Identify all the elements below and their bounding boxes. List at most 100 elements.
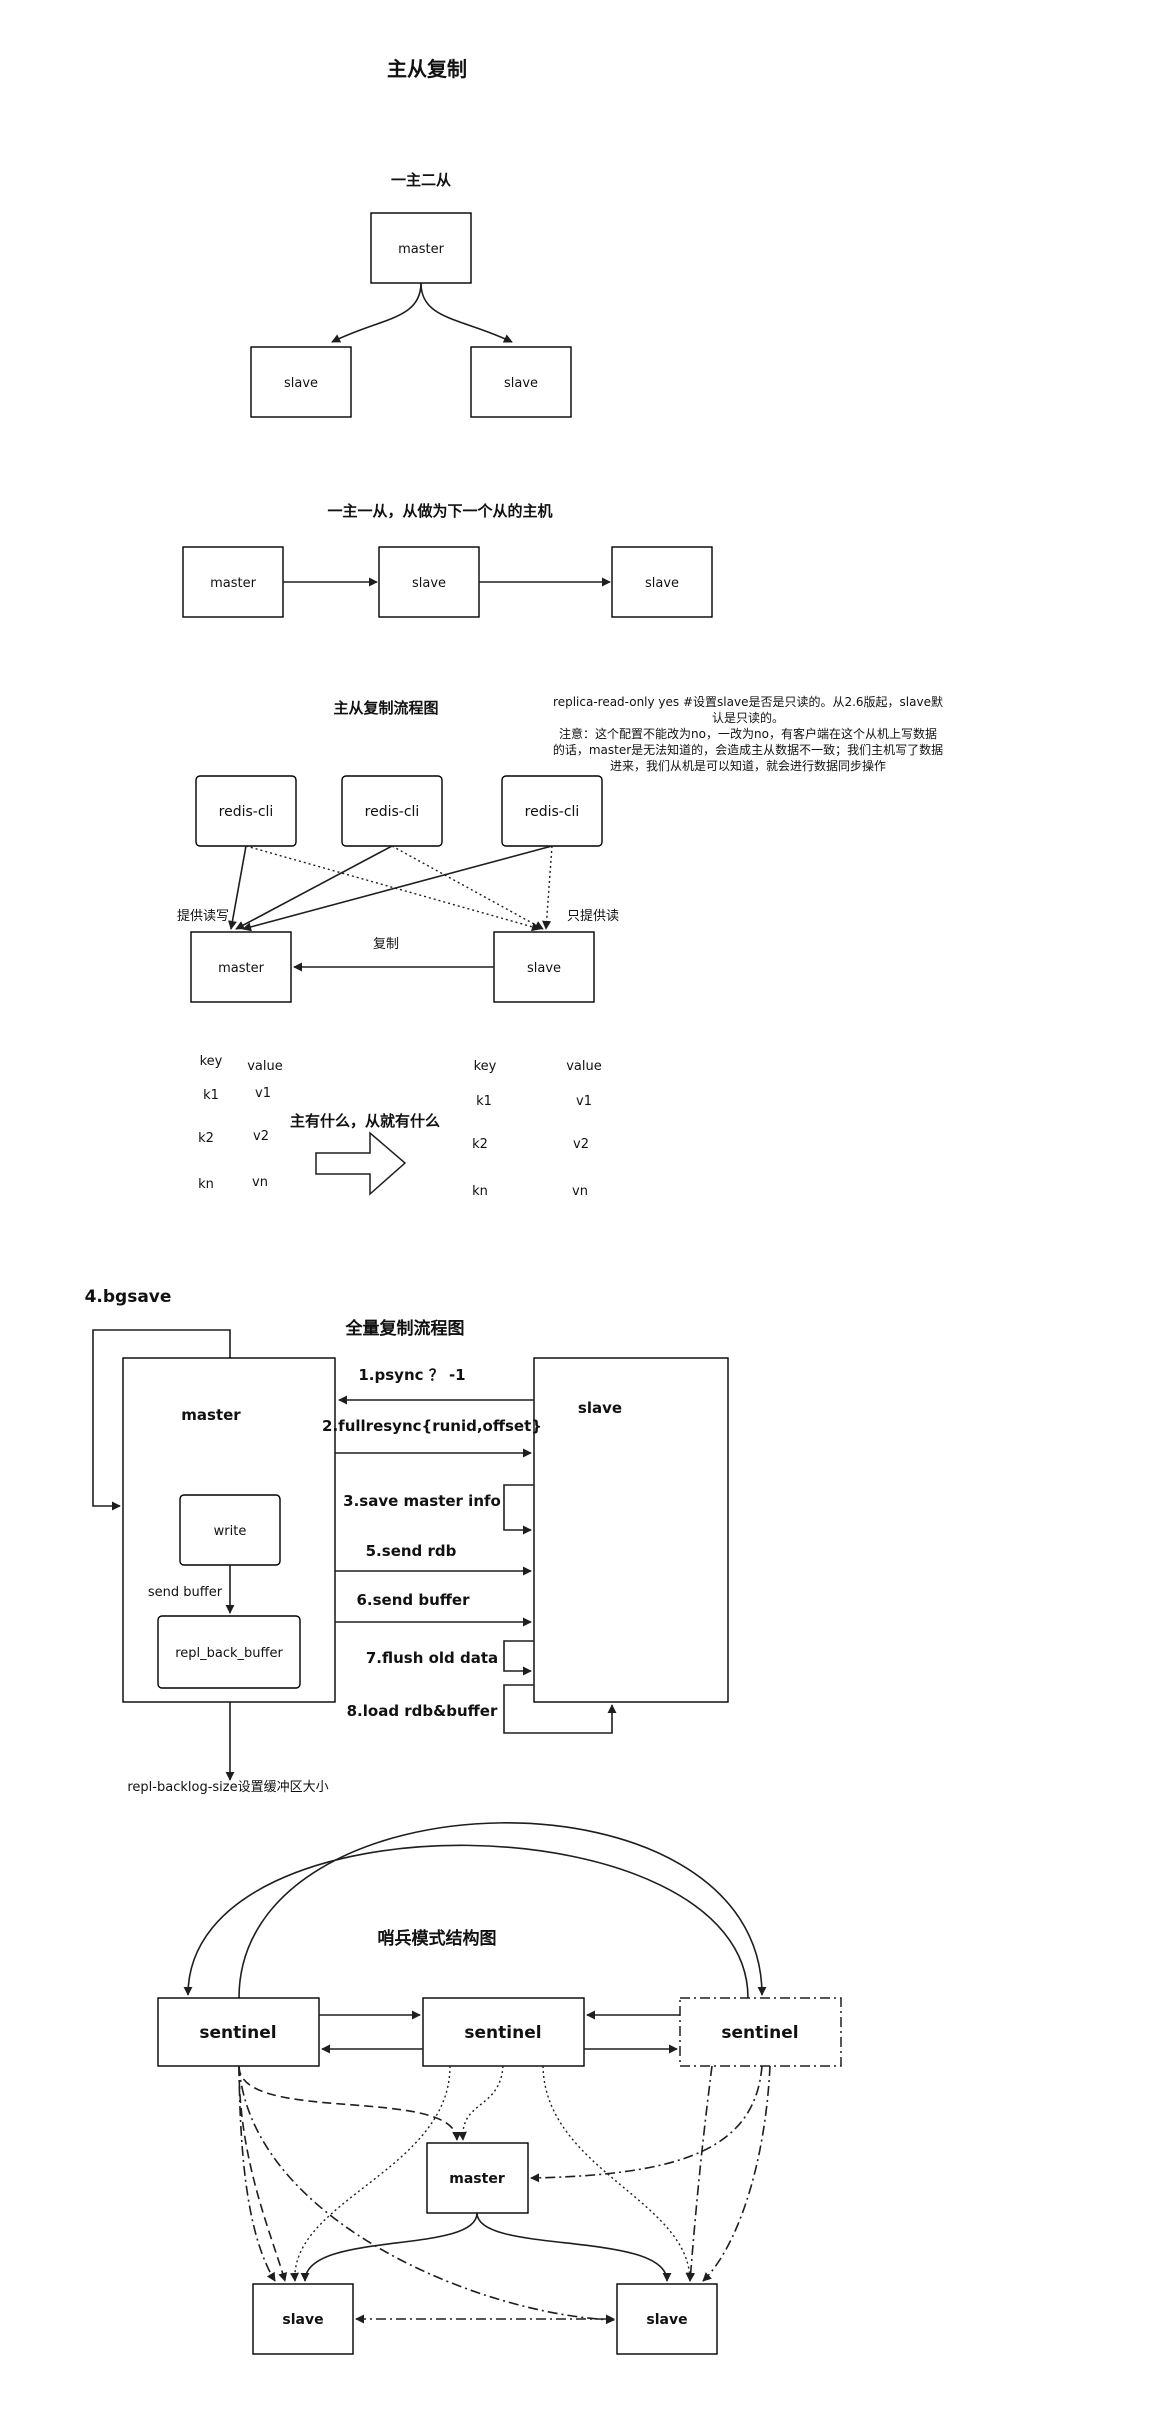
step-8-label: 8.load rdb&buffer: [347, 1702, 498, 1720]
step-1-label: 1.psync ？ -1: [358, 1366, 465, 1384]
note-line-5: 进来，我们从机是可以知道，就会进行数据同步操作: [610, 758, 886, 773]
sentinel-slave-right-node: [616, 2283, 718, 2355]
dotted-sentinel2-to-right-slave: [542, 2065, 695, 2282]
slave-node-left: [250, 346, 352, 418]
dashdot-sentinel1-to-left-slave: [238, 2065, 276, 2282]
redis-cli-label-3: redis-cli: [525, 804, 580, 820]
sentinel-node-3: [679, 1997, 842, 2067]
slave-read-only-label: 只提供读: [567, 908, 619, 924]
dashdot-sentinel3-to-right-slave-b: [702, 2065, 771, 2282]
left-key-1: k1: [203, 1088, 219, 1103]
right-key-2: k2: [472, 1137, 488, 1152]
sentinel-slave-left-label: slave: [282, 2312, 323, 2328]
step-5-label: 5.send rdb: [366, 1542, 457, 1560]
step-3-label: 3.save master info: [343, 1492, 501, 1510]
section-title-one-master-two-slaves: 一主二从: [391, 171, 451, 189]
master-label: master: [398, 242, 444, 257]
big-right-arrow: [315, 1131, 407, 1196]
slave-label-right: slave: [504, 376, 538, 391]
redis-cli-label-2: redis-cli: [365, 804, 420, 820]
sentinel-label-3: sentinel: [721, 2023, 798, 2043]
section-title-chain: 一主一从，从做为下一个从的主机: [327, 502, 552, 520]
arc-sentinel1-to-sentinel3: [238, 1822, 767, 1999]
page-title: 主从复制: [387, 57, 467, 81]
bgsave-loop-arrow: [92, 1329, 231, 1511]
note-line-3: 注意：这个配置不能改为no，一改为no，有客户端在这个从机上写数据: [559, 726, 937, 741]
flow-slave-node: [493, 931, 595, 1003]
note-line-2: 认是只读的。: [712, 710, 784, 725]
dashdot-sentinel1-to-right-slave: [238, 2065, 615, 2325]
section-title-full-sync: 全量复制流程图: [345, 1318, 465, 1339]
step-2-label: 2.fullresync{runid,offset}: [322, 1417, 542, 1435]
dashed-sentinel1-to-master: [238, 2065, 462, 2141]
redis-cli-label-1: redis-cli: [219, 804, 274, 820]
right-key-1: k1: [476, 1094, 492, 1109]
key-value-section: key value k1 v1 k2 v2 kn vn 主有什么，从就有什么 k…: [198, 1054, 602, 1199]
chain-slave-right-label: slave: [645, 576, 679, 591]
full-sync-master-label: master: [181, 1406, 241, 1424]
chain-slave-middle-node: [378, 546, 480, 618]
repl-back-buffer-label: repl_back_buffer: [175, 1646, 283, 1661]
chain-master-label: master: [210, 576, 256, 591]
sentinel-label-1: sentinel: [199, 2023, 276, 2043]
right-value-1: v1: [576, 1094, 592, 1109]
write-label: write: [214, 1524, 247, 1539]
arrow-cli1-to-master: [228, 845, 247, 930]
right-key-header: key: [474, 1059, 497, 1074]
one-master-two-slaves-section: 一主二从 master slave slave: [250, 171, 572, 418]
left-value-1: v1: [255, 1086, 271, 1101]
step-6-label: 6.send buffer: [356, 1591, 470, 1609]
note-line-1: replica-read-only yes #设置slave是否是只读的。从2.…: [553, 694, 943, 709]
slave-node-right: [470, 346, 572, 418]
left-value-header: value: [247, 1059, 283, 1074]
full-sync-slave-label: slave: [578, 1399, 622, 1417]
replication-flow-section: 主从复制流程图 replica-read-only yes #设置slave是否…: [177, 694, 943, 1003]
dotted-arrow-cli2-to-slave: [391, 845, 544, 930]
arrow-cli3-to-master: [242, 845, 553, 932]
flow-master-label: master: [218, 961, 264, 976]
arrow-master-to-left-slave: [300, 2212, 478, 2282]
step-8-arrow: [503, 1684, 617, 1734]
note-line-4: 的话，master是无法知道的，会造成主从数据不一致；我们主机写了数据: [553, 742, 943, 757]
dotted-arrow-cli1-to-slave: [245, 845, 541, 932]
sentinel-slave-right-label: slave: [646, 2312, 687, 2328]
repl-back-buffer-node: [157, 1615, 301, 1689]
section-title-sentinel: 哨兵模式结构图: [378, 1928, 497, 1949]
dotted-sentinel2-to-master: [457, 2065, 504, 2141]
sentinel-node-1: [157, 1997, 320, 2067]
sentinel-master-label: master: [449, 2171, 505, 2187]
left-value-n: vn: [252, 1175, 268, 1190]
arrow-master-to-slave-left: [331, 282, 422, 343]
sentinel-node-2: [422, 1997, 585, 2067]
left-value-2: v2: [253, 1129, 269, 1144]
chain-slave-right-node: [611, 546, 713, 618]
arrow-cli2-to-master: [235, 845, 393, 930]
dashdot-sentinel3-to-right-slave-a: [686, 2065, 713, 2282]
master-read-write-label: 提供读写: [177, 908, 229, 924]
right-value-2: v2: [573, 1137, 589, 1152]
step-7-label: 7.flush old data: [366, 1649, 498, 1667]
send-buffer-label: send buffer: [148, 1585, 223, 1600]
flow-slave-label: slave: [527, 961, 561, 976]
right-key-n: kn: [472, 1184, 488, 1199]
left-key-header: key: [200, 1054, 223, 1069]
full-sync-section: 4.bgsave 全量复制流程图 master write send buffe…: [85, 1287, 729, 1795]
sentinel-slave-left-node: [252, 2283, 354, 2355]
arrow-master-to-right-slave: [476, 2212, 672, 2282]
full-sync-slave-node: [533, 1357, 729, 1703]
section-title-replication-flow: 主从复制流程图: [333, 699, 438, 717]
arc-sentinel3-to-sentinel1: [183, 1844, 749, 1999]
backlog-note: repl-backlog-size设置缓冲区大小: [127, 1780, 328, 1795]
slave-label-left: slave: [284, 376, 318, 391]
right-value-header: value: [566, 1059, 602, 1074]
copy-label: 复制: [373, 937, 399, 952]
flow-master-node: [190, 931, 292, 1003]
sentinel-label-2: sentinel: [464, 2023, 541, 2043]
dotted-sentinel2-to-left-slave: [290, 2065, 451, 2282]
chain-slave-middle-label: slave: [412, 576, 446, 591]
bgsave-label: 4.bgsave: [85, 1287, 172, 1307]
kv-caption: 主有什么，从就有什么: [290, 1112, 440, 1130]
sentinel-section: 哨兵模式结构图 sentinel sentinel sentinel maste…: [157, 1822, 842, 2355]
dashed-sentinel1-to-left-slave: [238, 2065, 288, 2282]
